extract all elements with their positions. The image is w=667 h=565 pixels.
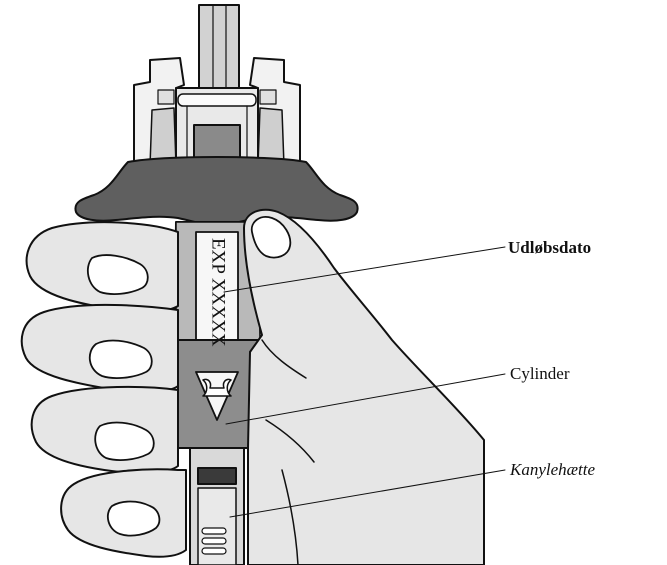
hand xyxy=(20,221,187,558)
thumb-palm xyxy=(243,208,485,565)
finger-flange xyxy=(74,156,359,227)
needle-guard-body xyxy=(175,87,259,168)
leader-line-needle-cap xyxy=(229,469,506,518)
label-needle-cap: Kanylehætte xyxy=(510,460,595,479)
exp-date-print: EXP XXXXX xyxy=(208,238,229,347)
label-expiry-date: Udløbsdato xyxy=(508,238,592,257)
label-barrel: Cylinder xyxy=(510,364,570,383)
needle-cap xyxy=(189,447,245,565)
leader-line-barrel xyxy=(225,373,506,425)
leader-line-expiry xyxy=(223,246,506,293)
